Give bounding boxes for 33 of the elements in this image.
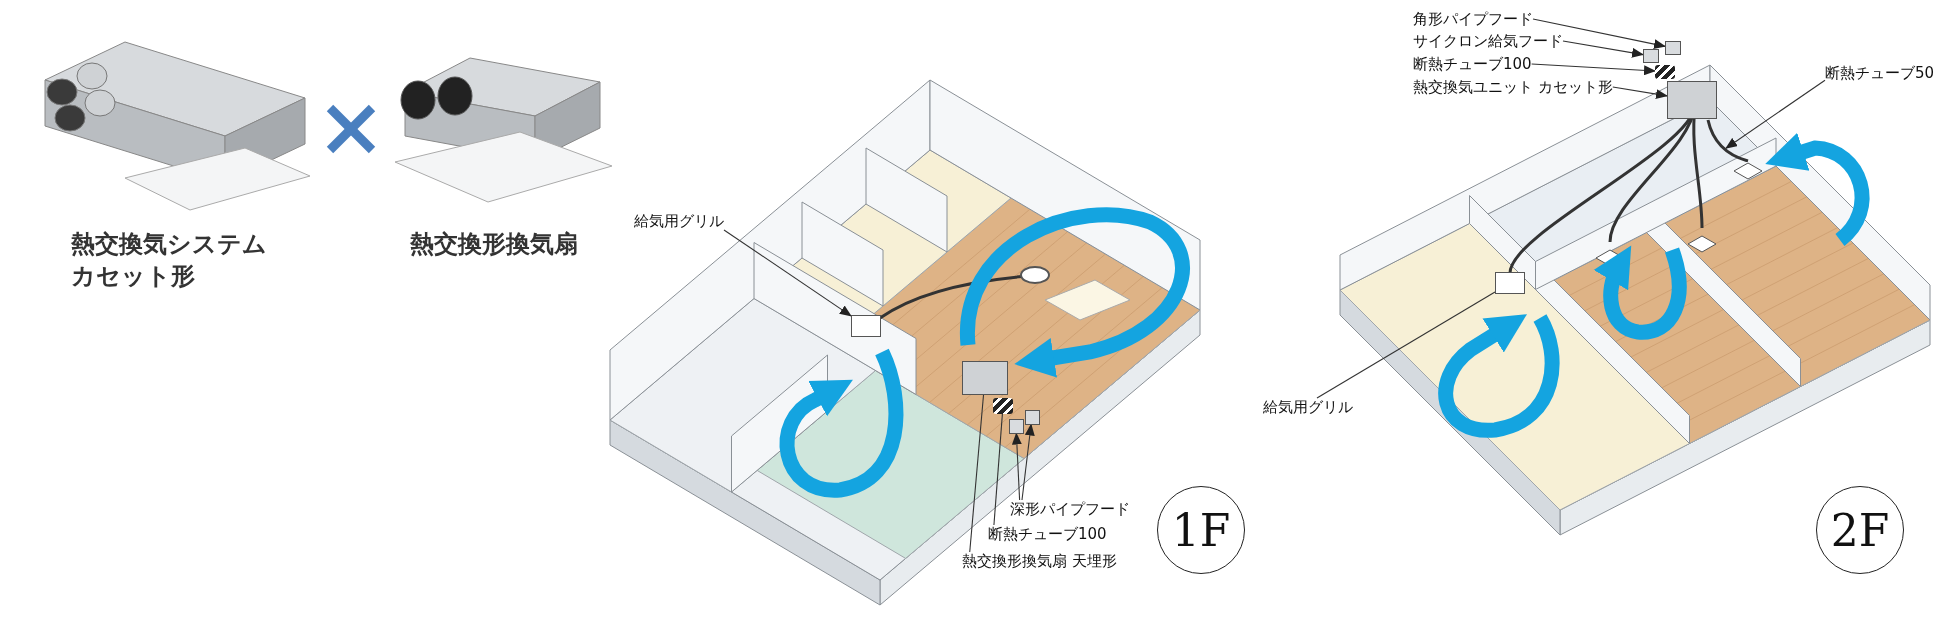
callout-label: 熱交換形換気扇 天埋形 bbox=[962, 552, 1117, 570]
callout-label: 断熱チューブ100 bbox=[988, 525, 1107, 543]
pipe-hood bbox=[1665, 41, 1681, 55]
leader-line bbox=[1021, 423, 1035, 501]
leader-line bbox=[1532, 18, 1666, 49]
leader-line bbox=[969, 394, 985, 553]
callout-label: 給気用グリル bbox=[1263, 398, 1353, 416]
floor-badge: 2F bbox=[1816, 486, 1904, 574]
callout-label: 給気用グリル bbox=[634, 212, 724, 230]
leader-line bbox=[993, 413, 1003, 526]
leader-line bbox=[1725, 79, 1826, 149]
air-grille bbox=[1495, 272, 1525, 294]
leader-line bbox=[1316, 291, 1496, 399]
floor-badge: 1F bbox=[1157, 486, 1245, 574]
leader-line bbox=[1531, 63, 1656, 76]
callout-label: 熱交換気ユニット カセット形 bbox=[1413, 78, 1613, 96]
air-grille bbox=[851, 315, 881, 337]
callout-label: 深形パイプフード bbox=[1010, 500, 1130, 518]
leader-line bbox=[723, 229, 852, 317]
callout-label: 断熱チューブ100 bbox=[1413, 55, 1532, 73]
callout-label: サイクロン給気フード bbox=[1413, 32, 1563, 50]
ventilation-unit bbox=[1667, 81, 1717, 119]
leader-line bbox=[1011, 432, 1022, 501]
product-caption: 熱交換形換気扇 bbox=[410, 229, 579, 260]
leader-line bbox=[1612, 86, 1668, 100]
insulated-tube bbox=[1655, 64, 1675, 79]
pipe-hood bbox=[1643, 49, 1659, 63]
product-caption: 熱交換気システムカセット形 bbox=[71, 229, 267, 292]
callout-label: 角形パイプフード bbox=[1413, 10, 1533, 28]
callout-label: 断熱チューブ50 bbox=[1825, 64, 1935, 82]
leader-line bbox=[1562, 40, 1644, 58]
insulated-tube bbox=[993, 398, 1013, 414]
ventilation-unit bbox=[962, 361, 1008, 395]
